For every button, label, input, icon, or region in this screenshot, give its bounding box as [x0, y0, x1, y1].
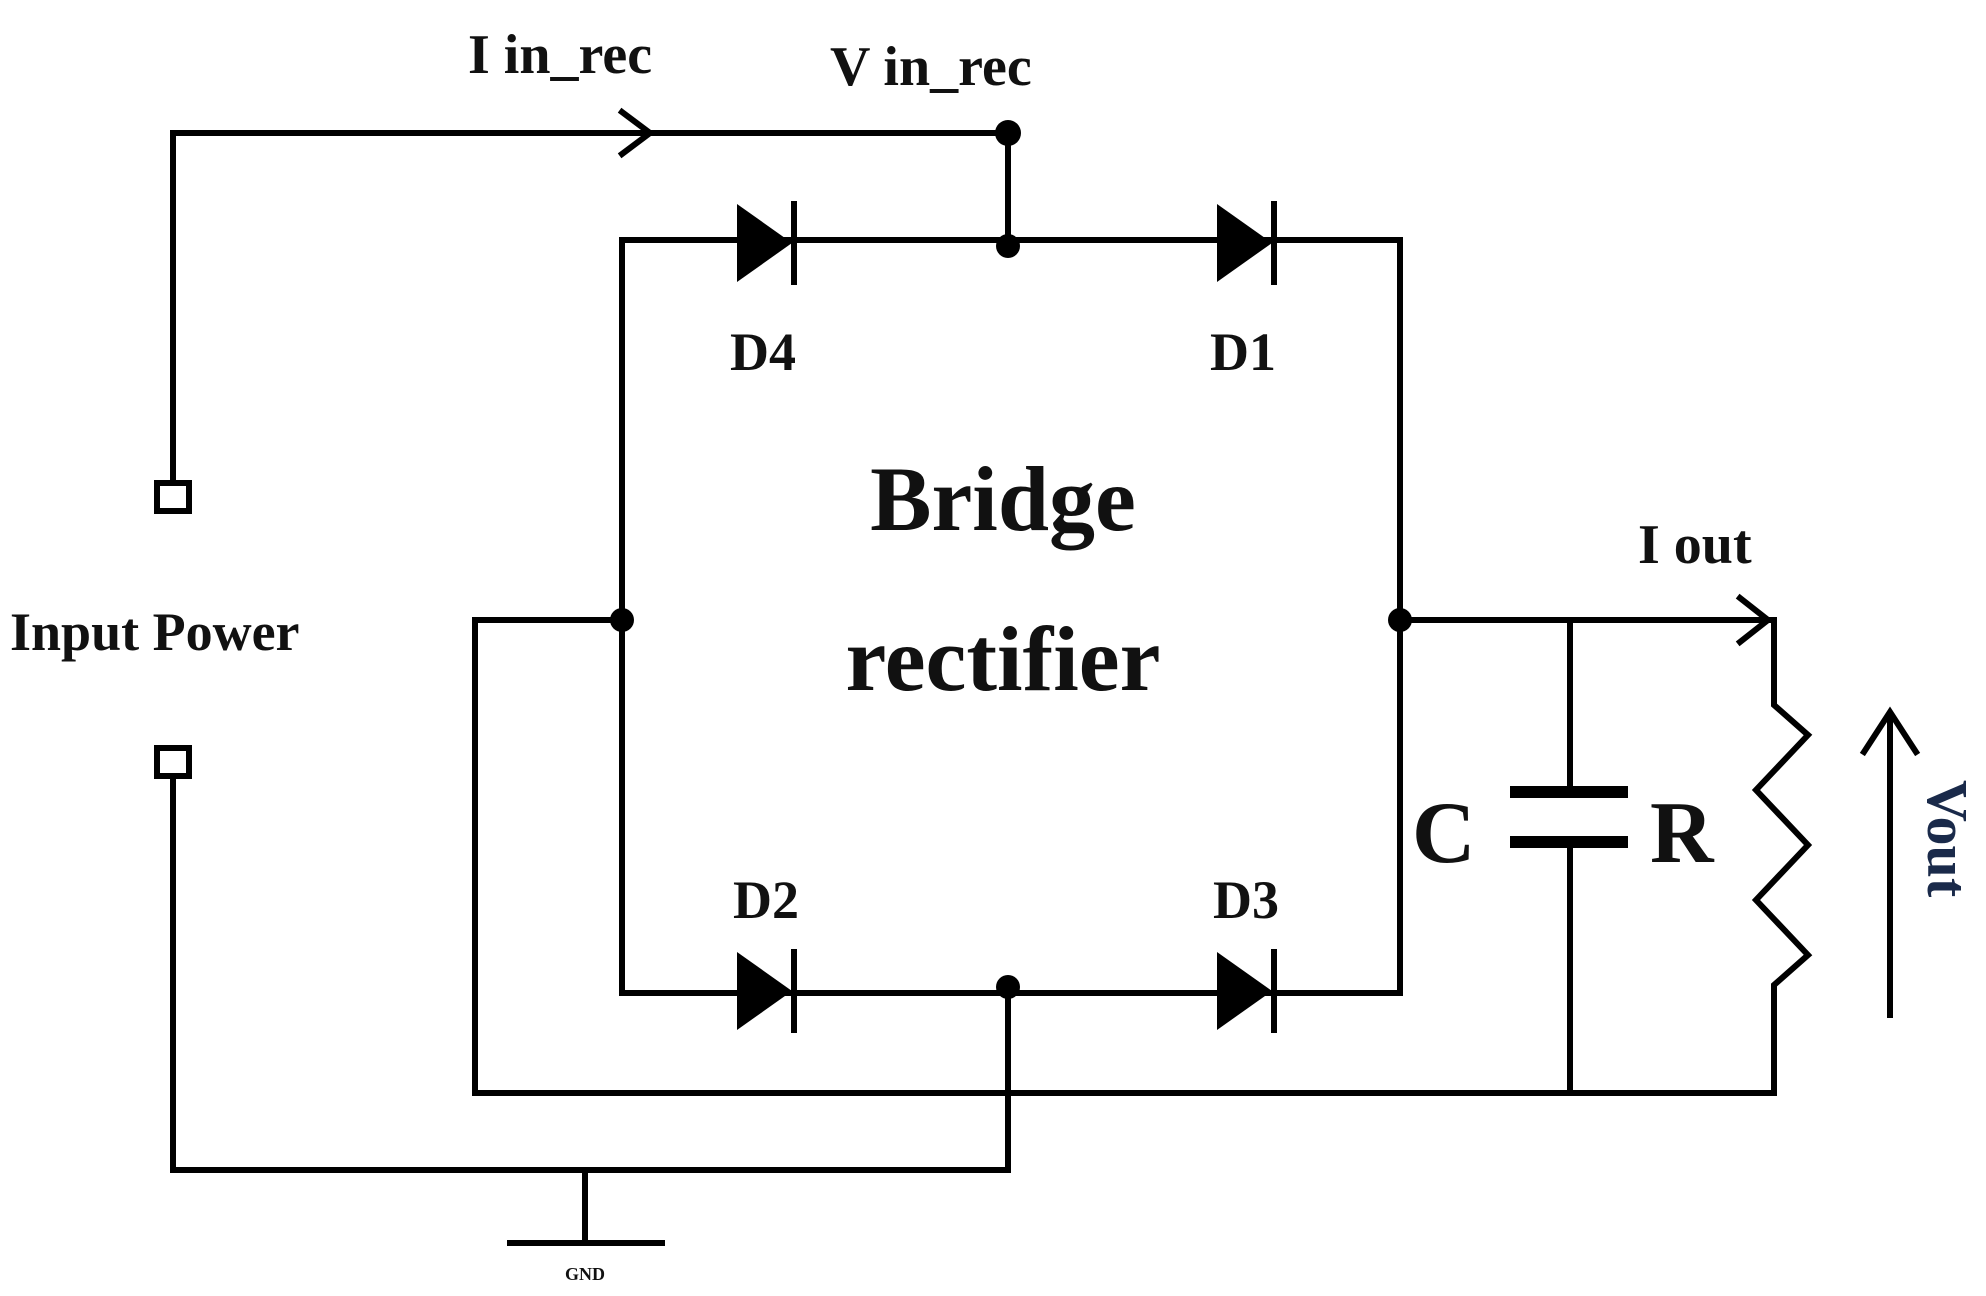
label-gnd: GND [565, 1264, 605, 1284]
diode-d4 [737, 201, 797, 285]
label-resistor: R [1650, 785, 1715, 882]
input-terminal-top [154, 480, 192, 514]
label-vout: Vout [1915, 780, 1980, 898]
label-i-in-rec: I in_rec [468, 24, 652, 86]
diode-d3 [1217, 949, 1277, 1033]
label-d1: D1 [1210, 322, 1276, 382]
resistor [1751, 677, 1813, 1096]
label-d3: D3 [1213, 870, 1279, 930]
capacitor [1510, 617, 1628, 1096]
label-capacitor: C [1412, 785, 1476, 882]
input-bottom-wire [170, 773, 1011, 1246]
label-i-out: I out [1638, 514, 1752, 576]
vout-arrow [1859, 706, 1921, 1018]
label-v-in-rec: V in_rec [830, 36, 1032, 98]
label-bridge: Bridge [870, 448, 1136, 550]
output-negative-rail [472, 617, 1777, 1096]
label-d4: D4 [730, 322, 796, 382]
diode-d2 [737, 949, 797, 1033]
label-d2: D2 [733, 870, 799, 930]
label-input-power: Input Power [10, 602, 300, 662]
input-top-wire [170, 107, 1021, 493]
label-rectifier: rectifier [846, 608, 1161, 710]
output-positive-wire [1397, 593, 1777, 683]
diode-d1 [1217, 201, 1277, 285]
input-terminal-bottom [154, 745, 192, 779]
